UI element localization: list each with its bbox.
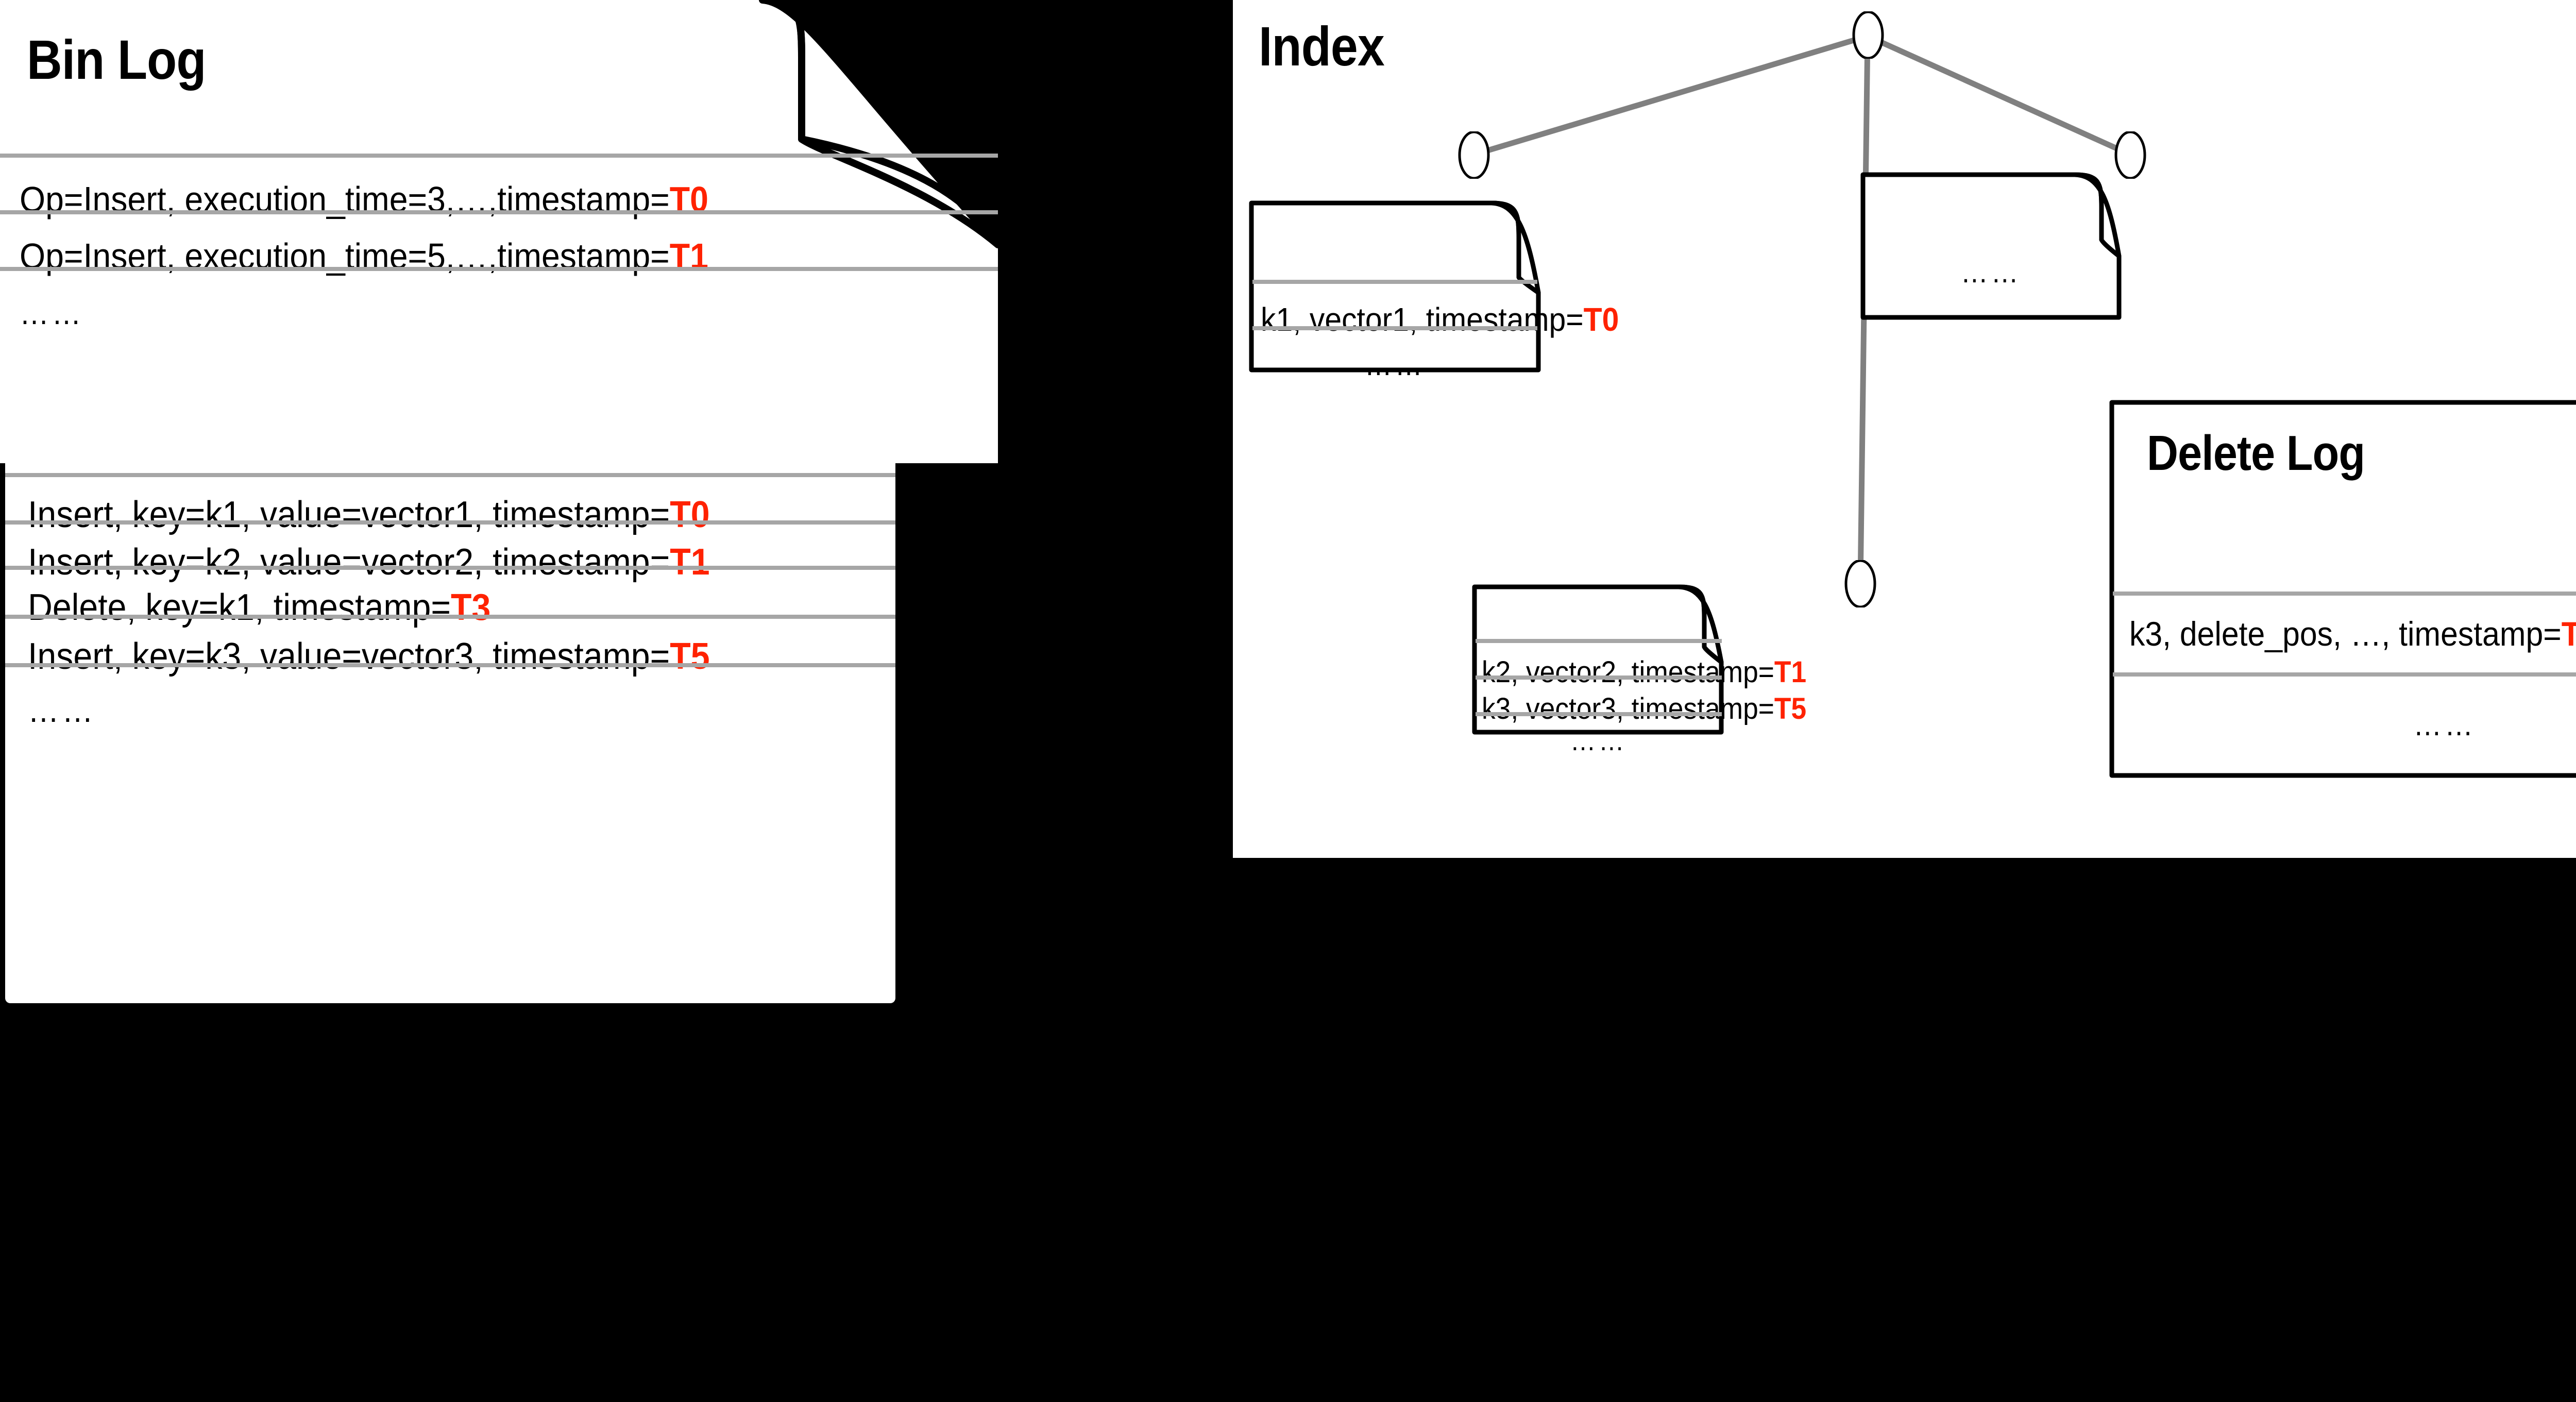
wal-separator <box>5 566 895 570</box>
bin-log-title: Bin Log <box>27 28 206 91</box>
index-segment-3: k2, vector2, timestamp=T1 k3, vector3, t… <box>1472 584 1806 755</box>
index-segment-2-row-0: …… <box>1960 256 2022 289</box>
index-segment-1: k1, vector1, timestamp=T0 …… <box>1249 200 1619 380</box>
wal-separator <box>5 473 895 477</box>
delete-log-row-0: k3, delete_pos, …, timestamp=T3 <box>2129 615 2576 653</box>
index-segment-1-row-1: …… <box>1364 348 1426 382</box>
wal-separator <box>5 663 895 667</box>
wal-row-2: Delete, key=k1, timestamp=T3 <box>28 587 491 628</box>
bin-log-separator <box>0 210 998 214</box>
wal-separator <box>5 520 895 525</box>
document-shape <box>1472 584 1724 735</box>
index-panel: Index <box>1233 0 2576 858</box>
delete-log-row-1: …… <box>2413 707 2476 742</box>
segment-separator <box>1252 326 1537 330</box>
bin-log-separator <box>0 267 998 271</box>
index-segment-3-row-0: k2, vector2, timestamp=T1 <box>1482 655 1807 689</box>
child-node-middle-circle[interactable] <box>1844 560 1876 607</box>
bin-log-panel: Bin Log Op=Insert, execution_time=3,…,ti… <box>0 0 998 463</box>
delete-log-title: Delete Log <box>2147 426 2365 481</box>
bin-log-separator <box>0 154 998 158</box>
document-shape <box>2109 400 2576 778</box>
index-title: Index <box>1259 15 1385 77</box>
child-node-right-circle[interactable] <box>2114 131 2146 179</box>
segment-separator <box>1476 712 1722 716</box>
document-shape <box>1860 172 2122 320</box>
wal-row-3: Insert, key=k3, value=vector3, timestamp… <box>28 636 710 677</box>
wal-row-0: Insert, key=k1, value=vector1, timestamp… <box>28 494 710 535</box>
wal-row-4: …… <box>28 691 96 729</box>
child-node-left-circle[interactable] <box>1458 131 1490 179</box>
delete-log-separator <box>2113 672 2576 677</box>
segment-separator <box>1252 280 1537 284</box>
index-segment-3-row-2: …… <box>1570 725 1628 756</box>
segment-separator <box>1476 639 1722 643</box>
bin-log-row-2: …… <box>20 296 84 331</box>
wal-separator <box>5 615 895 619</box>
delete-log-separator <box>2113 592 2576 596</box>
index-segment-3-row-1: k3, vector3, timestamp=T5 <box>1482 692 1807 725</box>
index-segment-1-row-0: k1, vector1, timestamp=T0 <box>1261 301 1619 338</box>
wal-row-1: Insert, key=k2, value=vector2, timestamp… <box>28 542 710 583</box>
delete-log-box: Delete Log k3, delete_pos, …, timestamp=… <box>2109 400 2576 778</box>
root-node-circle[interactable] <box>1852 11 1884 59</box>
document-shape <box>0 0 998 463</box>
index-segment-2: …… <box>1860 172 2122 320</box>
segment-separator <box>1476 675 1722 680</box>
